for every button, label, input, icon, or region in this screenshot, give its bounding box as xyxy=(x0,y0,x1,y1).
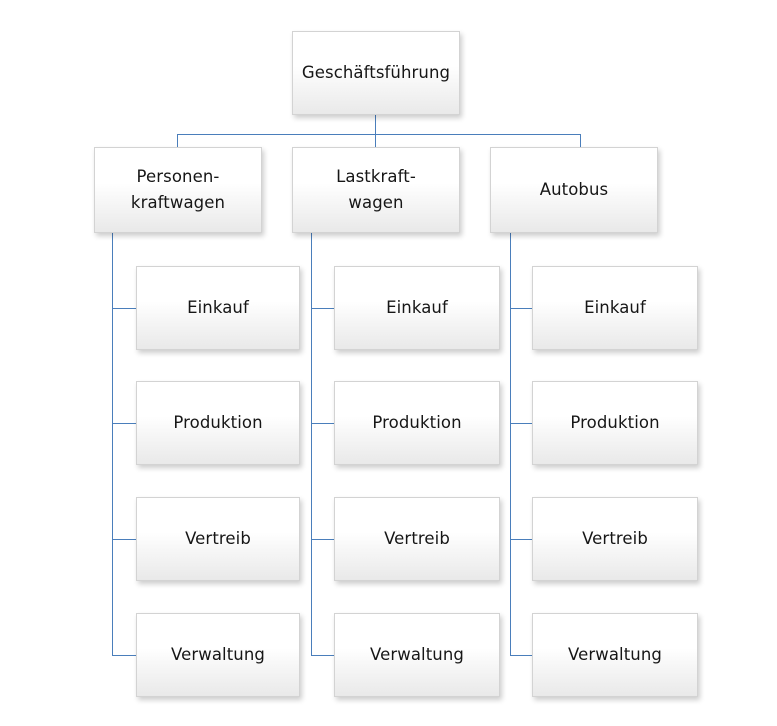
connector-stub-d2-dept-1 xyxy=(311,308,334,309)
connector-root-stem xyxy=(375,115,376,135)
node-d3-dept-verwaltung[interactable]: Verwaltung xyxy=(532,613,698,697)
node-d1-dept-einkauf[interactable]: Einkauf xyxy=(136,266,300,350)
node-d1-dept-verwaltung[interactable]: Verwaltung xyxy=(136,613,300,697)
node-d2-dept-verwaltung[interactable]: Verwaltung xyxy=(334,613,500,697)
connector-stub-d3-dept-1 xyxy=(510,308,532,309)
connector-stub-d2-dept-2 xyxy=(311,423,334,424)
node-d2-dept-einkauf[interactable]: Einkauf xyxy=(334,266,500,350)
node-d3-dept-2-label: Produktion xyxy=(570,413,660,433)
node-d3-dept-produktion[interactable]: Produktion xyxy=(532,381,698,465)
node-division-personenkraftwagen[interactable]: Personen- kraftwagen xyxy=(94,147,262,233)
connector-stub-d2-dept-3 xyxy=(311,539,334,540)
connector-spine-division-2 xyxy=(311,233,312,656)
node-d3-dept-4-label: Verwaltung xyxy=(568,645,662,665)
node-division-2-label: Lastkraft- wagen xyxy=(336,164,416,215)
node-d3-dept-3-label: Vertreib xyxy=(582,529,648,549)
node-d1-dept-vertreib[interactable]: Vertreib xyxy=(136,497,300,581)
connector-stub-d1-dept-2 xyxy=(112,423,137,424)
node-d2-dept-2-label: Produktion xyxy=(372,413,462,433)
connector-stub-d1-dept-3 xyxy=(112,539,137,540)
connector-stub-d3-dept-3 xyxy=(510,539,532,540)
node-root-label: Geschäftsführung xyxy=(301,63,451,83)
node-division-lastkraftwagen[interactable]: Lastkraft- wagen xyxy=(292,147,460,233)
node-d3-dept-vertreib[interactable]: Vertreib xyxy=(532,497,698,581)
node-d1-dept-4-label: Verwaltung xyxy=(171,645,265,665)
connector-stub-d3-dept-2 xyxy=(510,423,532,424)
node-division-1-label: Personen- kraftwagen xyxy=(131,164,225,215)
node-division-autobus[interactable]: Autobus xyxy=(490,147,658,233)
node-root-geschaeftsfuehrung[interactable]: Geschäftsführung xyxy=(292,31,460,115)
node-division-3-label: Autobus xyxy=(540,177,609,203)
node-d2-dept-1-label: Einkauf xyxy=(386,298,448,318)
node-d1-dept-produktion[interactable]: Produktion xyxy=(136,381,300,465)
node-division-2-label-line-2: wagen xyxy=(348,193,404,212)
node-division-1-label-line-1: Personen- xyxy=(136,167,220,187)
connector-stub-d3-dept-4 xyxy=(510,655,532,656)
node-division-2-label-line-1: Lastkraft- xyxy=(336,167,416,187)
node-d2-dept-4-label: Verwaltung xyxy=(370,645,464,665)
connector-spine-division-1 xyxy=(112,233,113,656)
connector-stub-d1-dept-4 xyxy=(112,655,137,656)
node-d1-dept-3-label: Vertreib xyxy=(185,529,251,549)
connector-root-bus xyxy=(177,134,581,135)
node-d2-dept-vertreib[interactable]: Vertreib xyxy=(334,497,500,581)
connector-drop-division-2 xyxy=(375,134,376,148)
connector-stub-d1-dept-1 xyxy=(112,308,137,309)
connector-stub-d2-dept-4 xyxy=(311,655,334,656)
node-d3-dept-einkauf[interactable]: Einkauf xyxy=(532,266,698,350)
connector-drop-division-3 xyxy=(580,134,581,148)
node-division-3-label-line-1: Autobus xyxy=(539,180,609,200)
connector-spine-division-3 xyxy=(510,233,511,656)
node-d3-dept-1-label: Einkauf xyxy=(584,298,646,318)
node-d2-dept-produktion[interactable]: Produktion xyxy=(334,381,500,465)
node-d2-dept-3-label: Vertreib xyxy=(384,529,450,549)
node-d1-dept-2-label: Produktion xyxy=(173,413,263,433)
connector-drop-division-1 xyxy=(177,134,178,148)
node-division-1-label-line-2: kraftwagen xyxy=(130,193,226,212)
node-d1-dept-1-label: Einkauf xyxy=(187,298,249,318)
